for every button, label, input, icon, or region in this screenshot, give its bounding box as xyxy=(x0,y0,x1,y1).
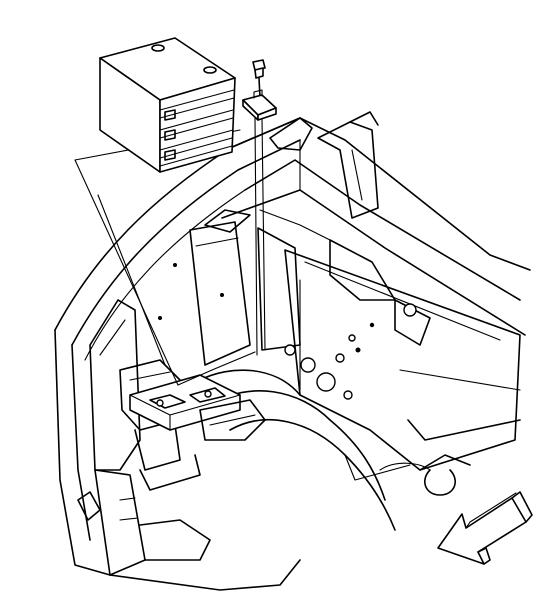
front-direction-arrow-icon xyxy=(437,491,533,565)
battery-icon xyxy=(99,37,236,173)
battery-tray xyxy=(129,374,266,441)
bolt-icon xyxy=(252,59,266,356)
hold-down-clamp-icon xyxy=(242,89,277,121)
leader-lines xyxy=(74,129,256,386)
vehicle-body-structure xyxy=(54,111,531,591)
